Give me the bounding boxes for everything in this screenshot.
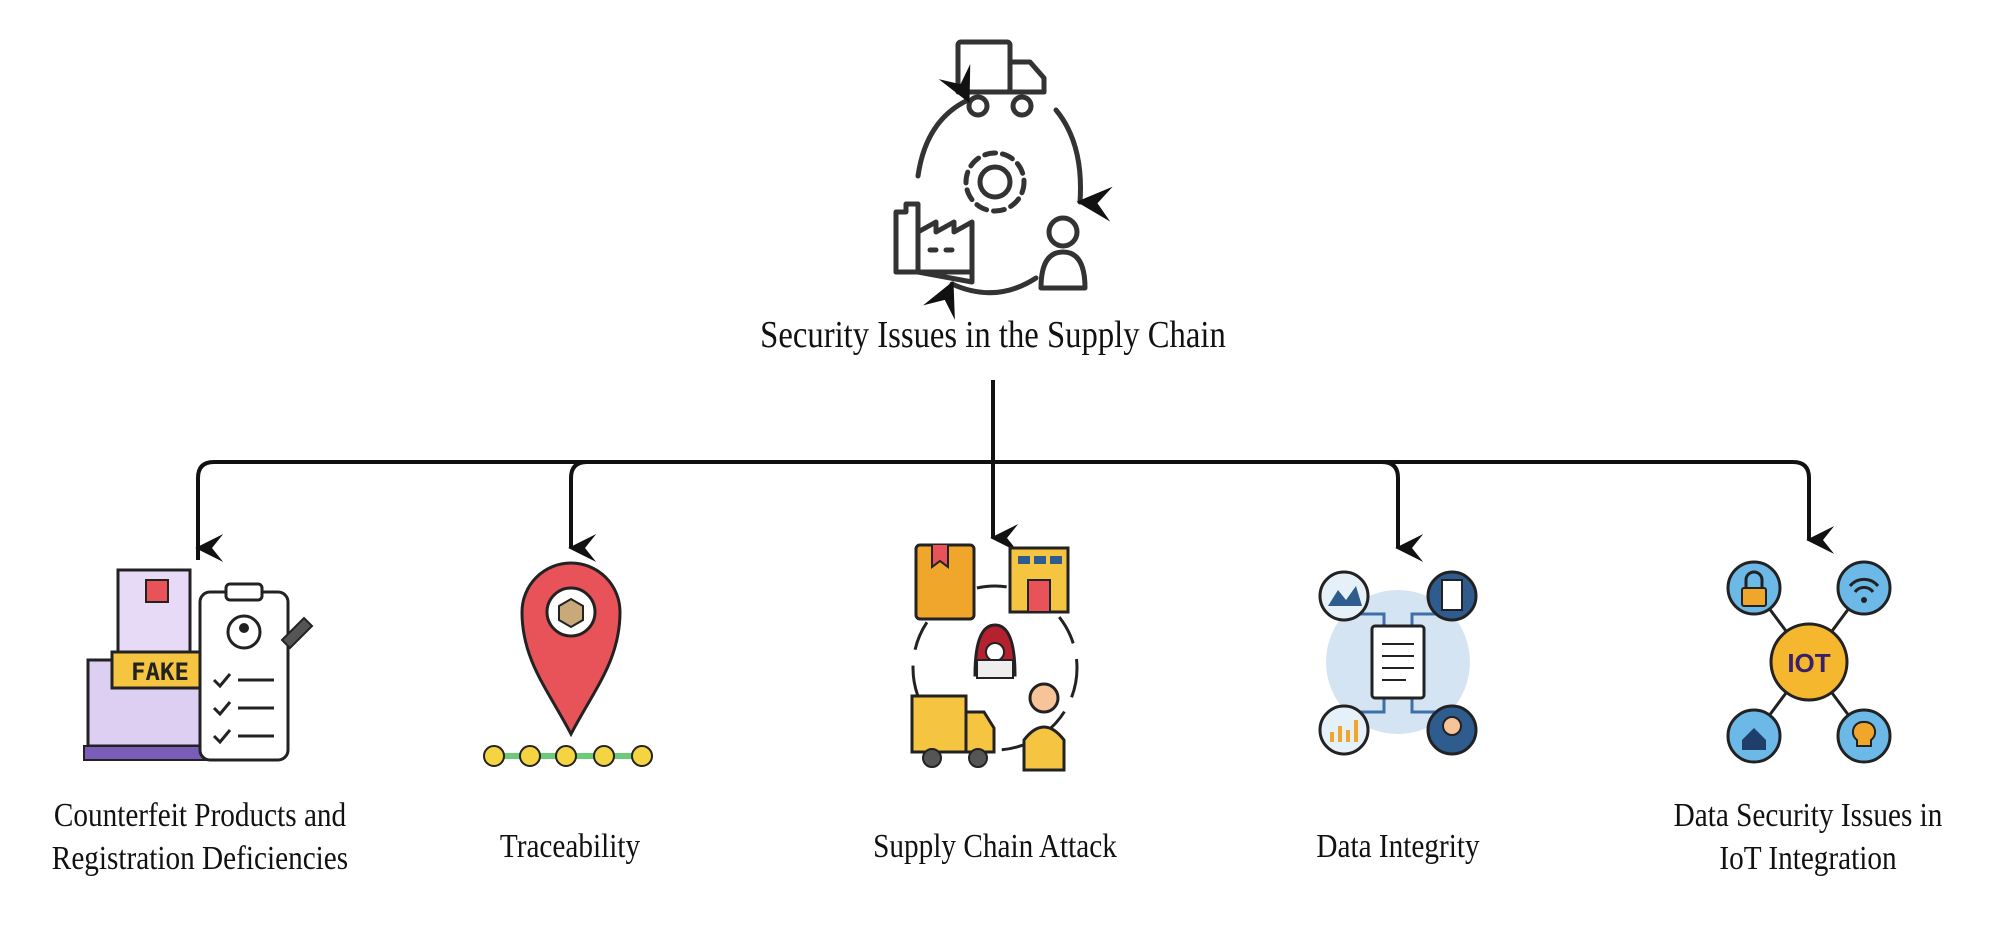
counterfeit-label-line1: Counterfeit Products and <box>53 797 347 834</box>
iot-network-icon: IOT <box>1726 560 1892 764</box>
fake-stamp: FAKE <box>131 658 189 686</box>
gear-icon <box>963 150 1027 214</box>
supply-chain-attack-label-line1: Supply Chain Attack <box>873 828 1117 865</box>
traceability-label-line1: Traceability <box>499 828 641 865</box>
truck-icon <box>955 39 1047 118</box>
factory-icon <box>893 201 975 285</box>
person-icon <box>1038 215 1088 291</box>
hacker-supply-attack-icon <box>910 543 1079 772</box>
data-network-document-icon <box>1318 570 1478 756</box>
counterfeit-label: Counterfeit Products and Registration De… <box>28 795 372 880</box>
arrow-traceability <box>568 460 597 562</box>
counterfeit-label-line2: Registration Deficiencies <box>51 839 349 877</box>
location-pin-tracking-icon <box>483 561 653 767</box>
traceability-label: Traceability <box>441 826 699 869</box>
root-title: Security Issues in the Supply Chain <box>760 314 1226 356</box>
supply-chain-cycle-icon <box>893 39 1113 320</box>
data-integrity-label-line1: Data Integrity <box>1316 828 1480 865</box>
iot-label-line2: IoT Integration <box>1719 839 1897 877</box>
iot-label-line1: Data Security Issues in <box>1673 797 1943 834</box>
iot-badge: IOT <box>1787 648 1830 678</box>
fake-product-clipboard-icon: FAKE <box>83 568 314 762</box>
data-integrity-label: Data Integrity <box>1269 826 1527 869</box>
iot-integration-label: Data Security Issues in IoT Integration <box>1653 795 1963 880</box>
arrow-data-integrity <box>1381 460 1424 562</box>
supply-chain-attack-label: Supply Chain Attack <box>836 826 1154 869</box>
connector-lines <box>195 380 1835 562</box>
